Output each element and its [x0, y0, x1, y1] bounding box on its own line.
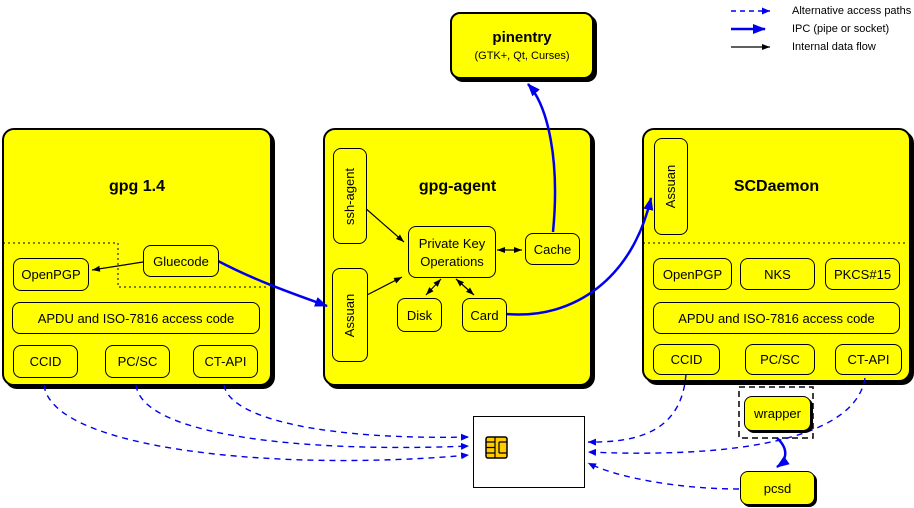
scdaemon-ctapi-box: CT-API — [835, 344, 902, 375]
gpg-agent-assuan-box: Assuan — [332, 268, 368, 362]
legend-label-alternative: Alternative access paths — [792, 5, 912, 17]
gpg-agent-disk-box: Disk — [397, 298, 442, 332]
scdaemon-pkcs15-box: PKCS#15 — [825, 258, 900, 290]
scdaemon-apdu-box: APDU and ISO-7816 access code — [653, 302, 900, 334]
gpg14-dotted-separator — [3, 242, 267, 288]
arrow-wrapper-pcsd — [776, 437, 790, 469]
dashed-scdaemon-ctapi-card — [587, 377, 866, 456]
gpg14-openpgp-box: OpenPGP — [13, 258, 89, 291]
pcsd-label: pcsd — [763, 480, 792, 496]
scdaemon-pcsc-box: PC/SC — [745, 344, 815, 375]
legend-row-ipc: IPC (pipe or socket) — [730, 20, 911, 38]
scdaemon-assuan-box: Assuan — [654, 138, 688, 235]
gpg-agent-card-box: Card — [462, 298, 507, 332]
scdaemon-title: SCDaemon — [733, 178, 820, 195]
dashed-gpg14-pcsc-card — [135, 384, 470, 450]
pinentry-box: pinentry (GTK+, Qt, Curses) — [450, 12, 594, 79]
scdaemon-ctapi-label: CT-API — [847, 352, 890, 367]
dashed-gpg14-ccid-card — [43, 384, 470, 462]
gpg14-container: gpg 1.4 — [2, 128, 272, 386]
scdaemon-pkcs15-label: PKCS#15 — [833, 266, 892, 282]
wrapper-box: wrapper — [744, 396, 811, 431]
thin-black-arrow-icon — [731, 44, 770, 50]
legend-label-internal: Internal data flow — [792, 41, 876, 53]
dashed-scdaemon-ccid-card — [587, 373, 687, 446]
dashed-gpg14-ctapi-card — [223, 384, 470, 441]
scdaemon-ccid-label: CCID — [670, 352, 703, 367]
gpg-agent-cache-label: Cache — [533, 241, 572, 257]
gpg14-gluecode-label: Gluecode — [153, 253, 209, 269]
pinentry-title: pinentry — [492, 29, 552, 46]
dashed-arrow-icon — [731, 7, 770, 15]
gpg-agent-pko-line1: Private Key — [418, 235, 486, 251]
gpg14-ctapi-box: CT-API — [193, 345, 258, 378]
arrow-pko-card — [455, 278, 475, 296]
gpg-agent-assuan-label: Assuan — [342, 293, 358, 337]
gpg14-apdu-box: APDU and ISO-7816 access code — [12, 302, 260, 334]
gpg14-ccid-box: CCID — [13, 345, 78, 378]
scdaemon-assuan-label: Assuan — [663, 164, 679, 209]
thick-blue-arrow-icon — [731, 24, 766, 34]
gpg14-title: gpg 1.4 — [108, 178, 165, 195]
scdaemon-nks-label: NKS — [764, 266, 791, 282]
wrapper-label: wrapper — [754, 406, 801, 421]
legend-row-internal: Internal data flow — [730, 38, 911, 56]
arrow-assuan-pko — [366, 276, 403, 296]
arrow-card-scdaemon-assuan — [505, 197, 654, 316]
dashed-pcsd-card — [587, 462, 740, 490]
legend-label-ipc: IPC (pipe or socket) — [792, 23, 890, 35]
smartcard-chip-icon — [485, 436, 508, 459]
smartcard — [473, 416, 585, 488]
gpg-agent-cache-box: Cache — [525, 233, 580, 265]
scdaemon-pcsc-label: PC/SC — [760, 352, 800, 367]
gpg-agent-disk-label: Disk — [406, 307, 433, 323]
scdaemon-apdu-label: APDU and ISO-7816 access code — [678, 310, 875, 326]
gpg-agent-pko-box: Private Key Operations — [408, 226, 496, 278]
scdaemon-nks-box: NKS — [740, 258, 815, 290]
gpg14-openpgp-label: OpenPGP — [21, 267, 81, 282]
arrow-sshagent-pko — [363, 206, 405, 243]
pinentry-subtitle: (GTK+, Qt, Curses) — [474, 50, 570, 62]
scdaemon-openpgp-box: OpenPGP — [653, 258, 732, 290]
pcsd-box: pcsd — [740, 471, 815, 505]
arrow-gluecode-agent-assuan — [217, 259, 328, 308]
arrow-cache-pinentry — [527, 83, 557, 233]
arrow-gluecode-openpgp — [91, 261, 144, 272]
gpg-agent-sshagent-box: ssh-agent — [333, 148, 367, 244]
gpg-agent-sshagent-label: ssh-agent — [342, 167, 358, 225]
legend: Alternative access paths IPC (pipe or so… — [730, 2, 911, 56]
gpg14-gluecode-box: Gluecode — [143, 245, 219, 277]
scdaemon-openpgp-label: OpenPGP — [662, 266, 723, 282]
gpg-agent-pko-line2: Operations — [420, 253, 484, 269]
gpg14-apdu-label: APDU and ISO-7816 access code — [37, 310, 235, 326]
gpg14-pcsc-label: PC/SC — [117, 354, 158, 369]
wrapper-dashed-frame — [738, 386, 814, 439]
scdaemon-ccid-box: CCID — [653, 344, 720, 375]
legend-row-alternative: Alternative access paths — [730, 2, 911, 20]
gpg-agent-card-label: Card — [470, 307, 499, 323]
gpg14-ccid-label: CCID — [29, 354, 62, 369]
gpg-agent-title: gpg-agent — [418, 178, 497, 195]
gpg14-pcsc-box: PC/SC — [105, 345, 170, 378]
arrow-pko-disk — [425, 278, 442, 296]
gpg14-ctapi-label: CT-API — [204, 354, 247, 369]
